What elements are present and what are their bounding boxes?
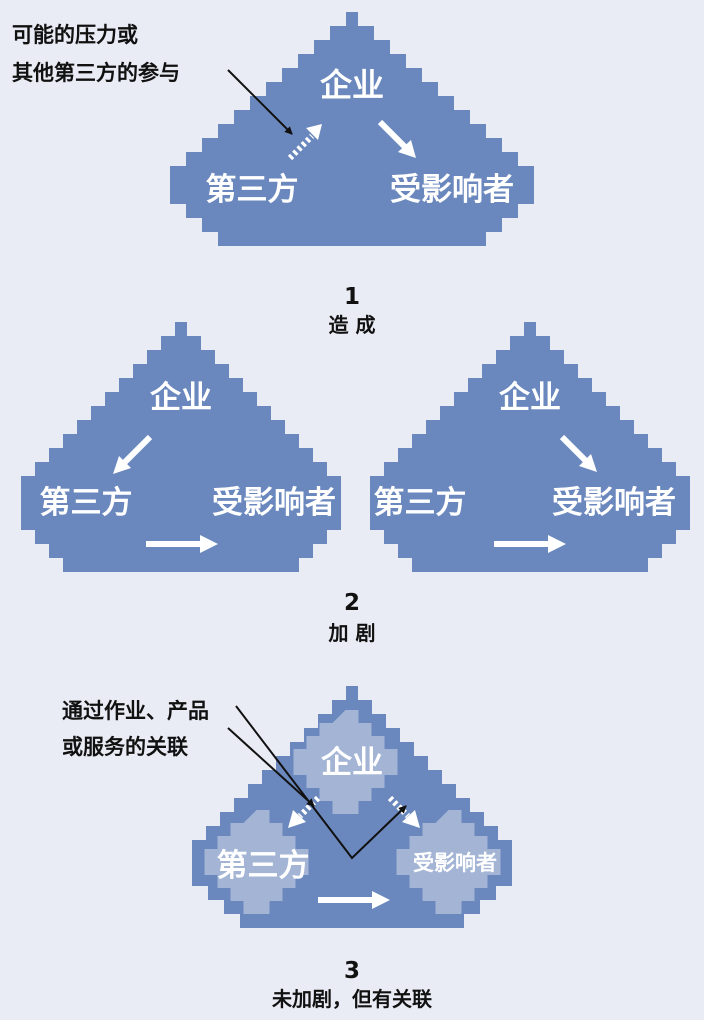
company-label-right: 企业 xyxy=(499,380,561,416)
diagram-1: 企业 第三方 受影响者 可能的压力或 其他第三方的参与 1 造 成 xyxy=(12,12,534,337)
diagram-number: 2 xyxy=(344,590,360,616)
callout-text-line1: 可能的压力或 xyxy=(12,23,138,47)
affected-highlight xyxy=(396,810,501,914)
diagram-3: 企业 第三方 受影响者 通过作业、产品 或服务的关联 3 未加剧，但有关联 xyxy=(62,686,512,1011)
arrow-icon xyxy=(377,119,416,158)
stepped-diamond-shape-right xyxy=(370,322,690,572)
affected-label-right: 受影响者 xyxy=(552,485,676,521)
arrow-icon xyxy=(113,434,153,474)
affected-label: 受影响者 xyxy=(390,172,514,208)
pointer-line-icon xyxy=(227,727,315,807)
company-label-left: 企业 xyxy=(150,380,212,416)
diagram-number: 1 xyxy=(344,284,360,310)
arrow-icon xyxy=(146,535,218,553)
stepped-diamond-shape-left xyxy=(21,322,341,572)
diagram-caption: 加 剧 xyxy=(328,621,376,645)
third-party-label: 第三方 xyxy=(206,172,299,208)
arrow-icon xyxy=(318,891,390,909)
company-highlight xyxy=(293,710,398,814)
diagram-number: 3 xyxy=(344,958,360,984)
affected-label: 受影响者 xyxy=(413,851,497,875)
arrow-icon xyxy=(494,535,566,553)
dashed-arrow-icon xyxy=(288,795,321,828)
arrow-icon xyxy=(559,434,597,472)
diagram-2: 企业 第三方 受影响者 企业 第三方 受影响者 2 加 剧 xyxy=(21,322,690,645)
third-party-label-right: 第三方 xyxy=(374,485,467,521)
company-label: 企业 xyxy=(321,745,383,781)
callout-text-line2: 其他第三方的参与 xyxy=(12,61,180,85)
callout-text-line1: 通过作业、产品 xyxy=(62,699,209,723)
affected-label-left: 受影响者 xyxy=(212,485,336,521)
third-party-label-left: 第三方 xyxy=(40,485,133,521)
third-party-label: 第三方 xyxy=(217,848,310,884)
diagram-caption: 造 成 xyxy=(329,313,376,337)
third-party-highlight xyxy=(204,810,309,914)
dashed-arrow-icon xyxy=(287,124,322,161)
company-label: 企业 xyxy=(320,66,384,104)
pointer-line-icon xyxy=(227,69,293,135)
stepped-diamond-shape xyxy=(170,12,534,246)
pointer-line-icon xyxy=(235,705,407,860)
diagram-caption: 未加剧，但有关联 xyxy=(272,987,432,1011)
callout-text-line2: 或服务的关联 xyxy=(62,735,188,759)
